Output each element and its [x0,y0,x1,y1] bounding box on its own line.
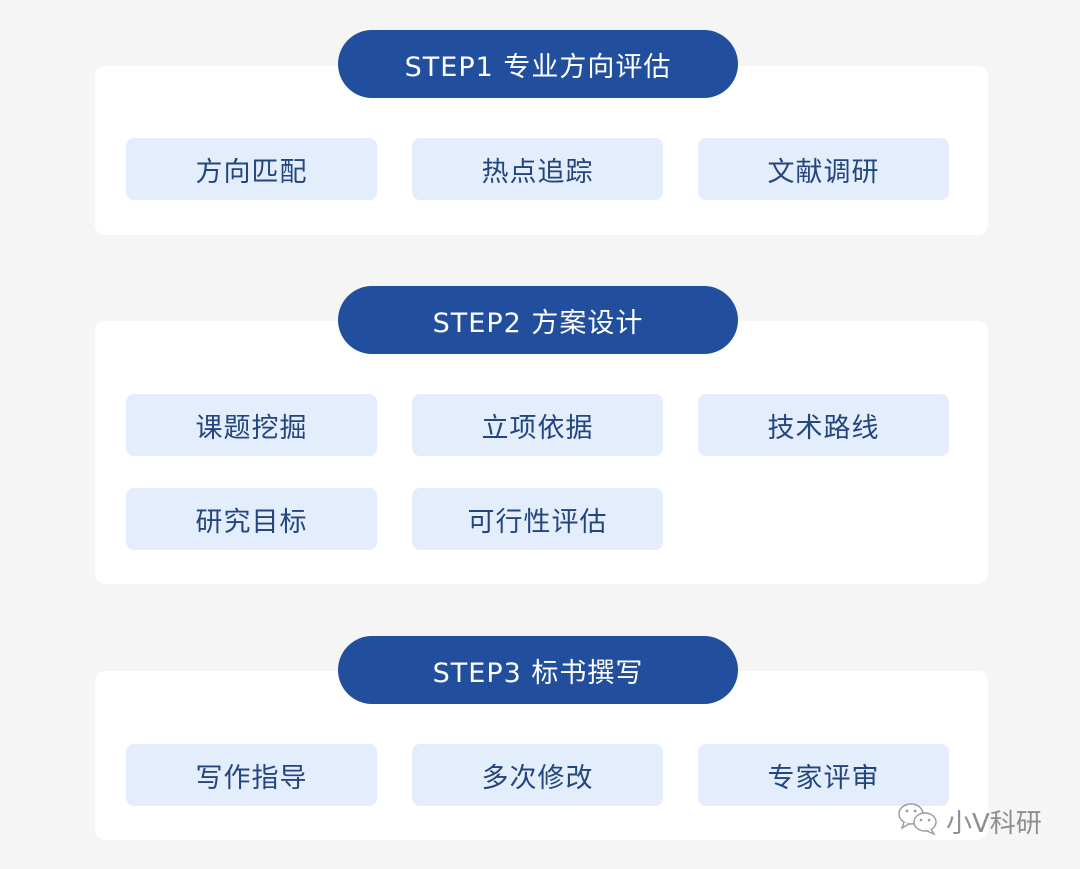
step1-item-direction-match: 方向匹配 [126,138,377,200]
step1-title: STEP1 专业方向评估 [338,30,738,98]
step3-item-multiple-revisions: 多次修改 [412,744,663,806]
step3-title: STEP3 标书撰写 [338,636,738,704]
step2-item-topic-mining: 课题挖掘 [126,394,377,456]
step1-item-hotspot-tracking: 热点追踪 [412,138,663,200]
step2-title: STEP2 方案设计 [338,286,738,354]
wechat-icon [896,800,946,843]
step2-item-feasibility: 可行性评估 [412,488,663,550]
watermark-text: 小V科研 [946,809,1042,839]
step1-item-literature-research: 文献调研 [698,138,949,200]
step3-item-expert-review: 专家评审 [698,744,949,806]
step3-item-writing-guidance: 写作指导 [126,744,377,806]
step2-item-project-basis: 立项依据 [412,394,663,456]
watermark: 小V科研 [896,800,1042,843]
step2-item-technical-route: 技术路线 [698,394,949,456]
step2-item-research-goals: 研究目标 [126,488,377,550]
